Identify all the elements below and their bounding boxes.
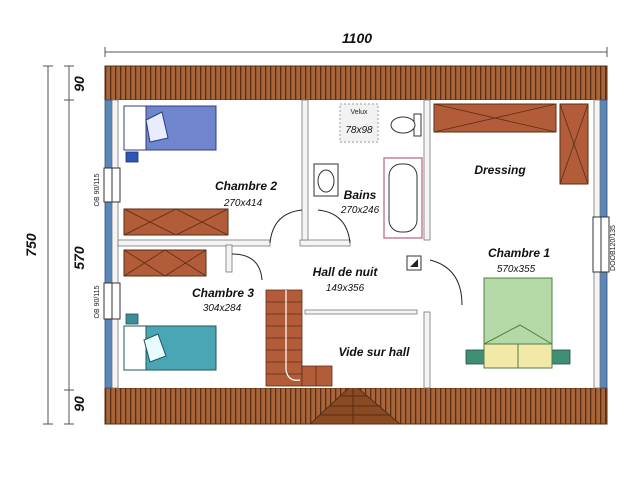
sink-icon [313, 163, 339, 197]
dimension-lines [43, 47, 608, 425]
window-top-left [103, 167, 121, 203]
vide-sur-hall-name: Vide sur hall [339, 345, 411, 359]
bathtub-icon [383, 157, 423, 239]
window-bottom-left-label: OB 90/115 [94, 285, 101, 318]
exterior-wall-left [104, 99, 113, 389]
dressing-name: Dressing [474, 163, 526, 177]
total-height-dimension-label: 750 [23, 233, 39, 257]
chambre2-dims: 270x414 [223, 198, 263, 209]
hall-dims: 149x356 [326, 283, 365, 294]
hall-name: Hall de nuit [313, 265, 379, 279]
middle-height-dimension-label: 570 [71, 246, 87, 270]
roof-dormer [308, 383, 402, 425]
bed-blue [123, 105, 217, 151]
bed-green [465, 277, 571, 369]
bottom-height-dimension-label: 90 [71, 396, 87, 412]
chambre2-name: Chambre 2 [215, 179, 277, 193]
velux-title: Velux [350, 109, 368, 116]
nightstand-blue [125, 151, 139, 163]
vent-icon [406, 255, 422, 271]
chambre3-name: Chambre 3 [192, 286, 254, 300]
wardrobe-chambre3 [123, 249, 207, 277]
bains-name: Bains [344, 188, 377, 202]
window-right-label: DOOB120/135 [610, 225, 617, 271]
top-height-dimension-label: 90 [71, 76, 87, 92]
toilet-icon [390, 113, 422, 137]
wardrobe-dressing-vertical [559, 103, 589, 185]
roof-dormer-lines [320, 384, 390, 424]
width-dimension-label: 1100 [342, 30, 372, 46]
window-right [592, 216, 610, 273]
staircase [265, 289, 333, 387]
wardrobe-dressing-horizontal [433, 103, 557, 133]
window-top-left-label: OB 90/115 [94, 173, 101, 206]
door-swings [231, 209, 463, 306]
roof-eave-top [104, 65, 608, 101]
window-bottom-left [103, 282, 121, 320]
chambre1-dims: 570x355 [497, 264, 536, 275]
bains-dims: 270x246 [340, 205, 380, 216]
bed-teal [123, 325, 217, 371]
velux-size: 78x98 [345, 125, 373, 136]
chambre1-name: Chambre 1 [488, 246, 550, 260]
wardrobe-chambre2 [123, 208, 229, 236]
nightstand-teal [125, 313, 139, 325]
velux-window [339, 103, 379, 143]
chambre3-dims: 304x284 [203, 303, 242, 314]
